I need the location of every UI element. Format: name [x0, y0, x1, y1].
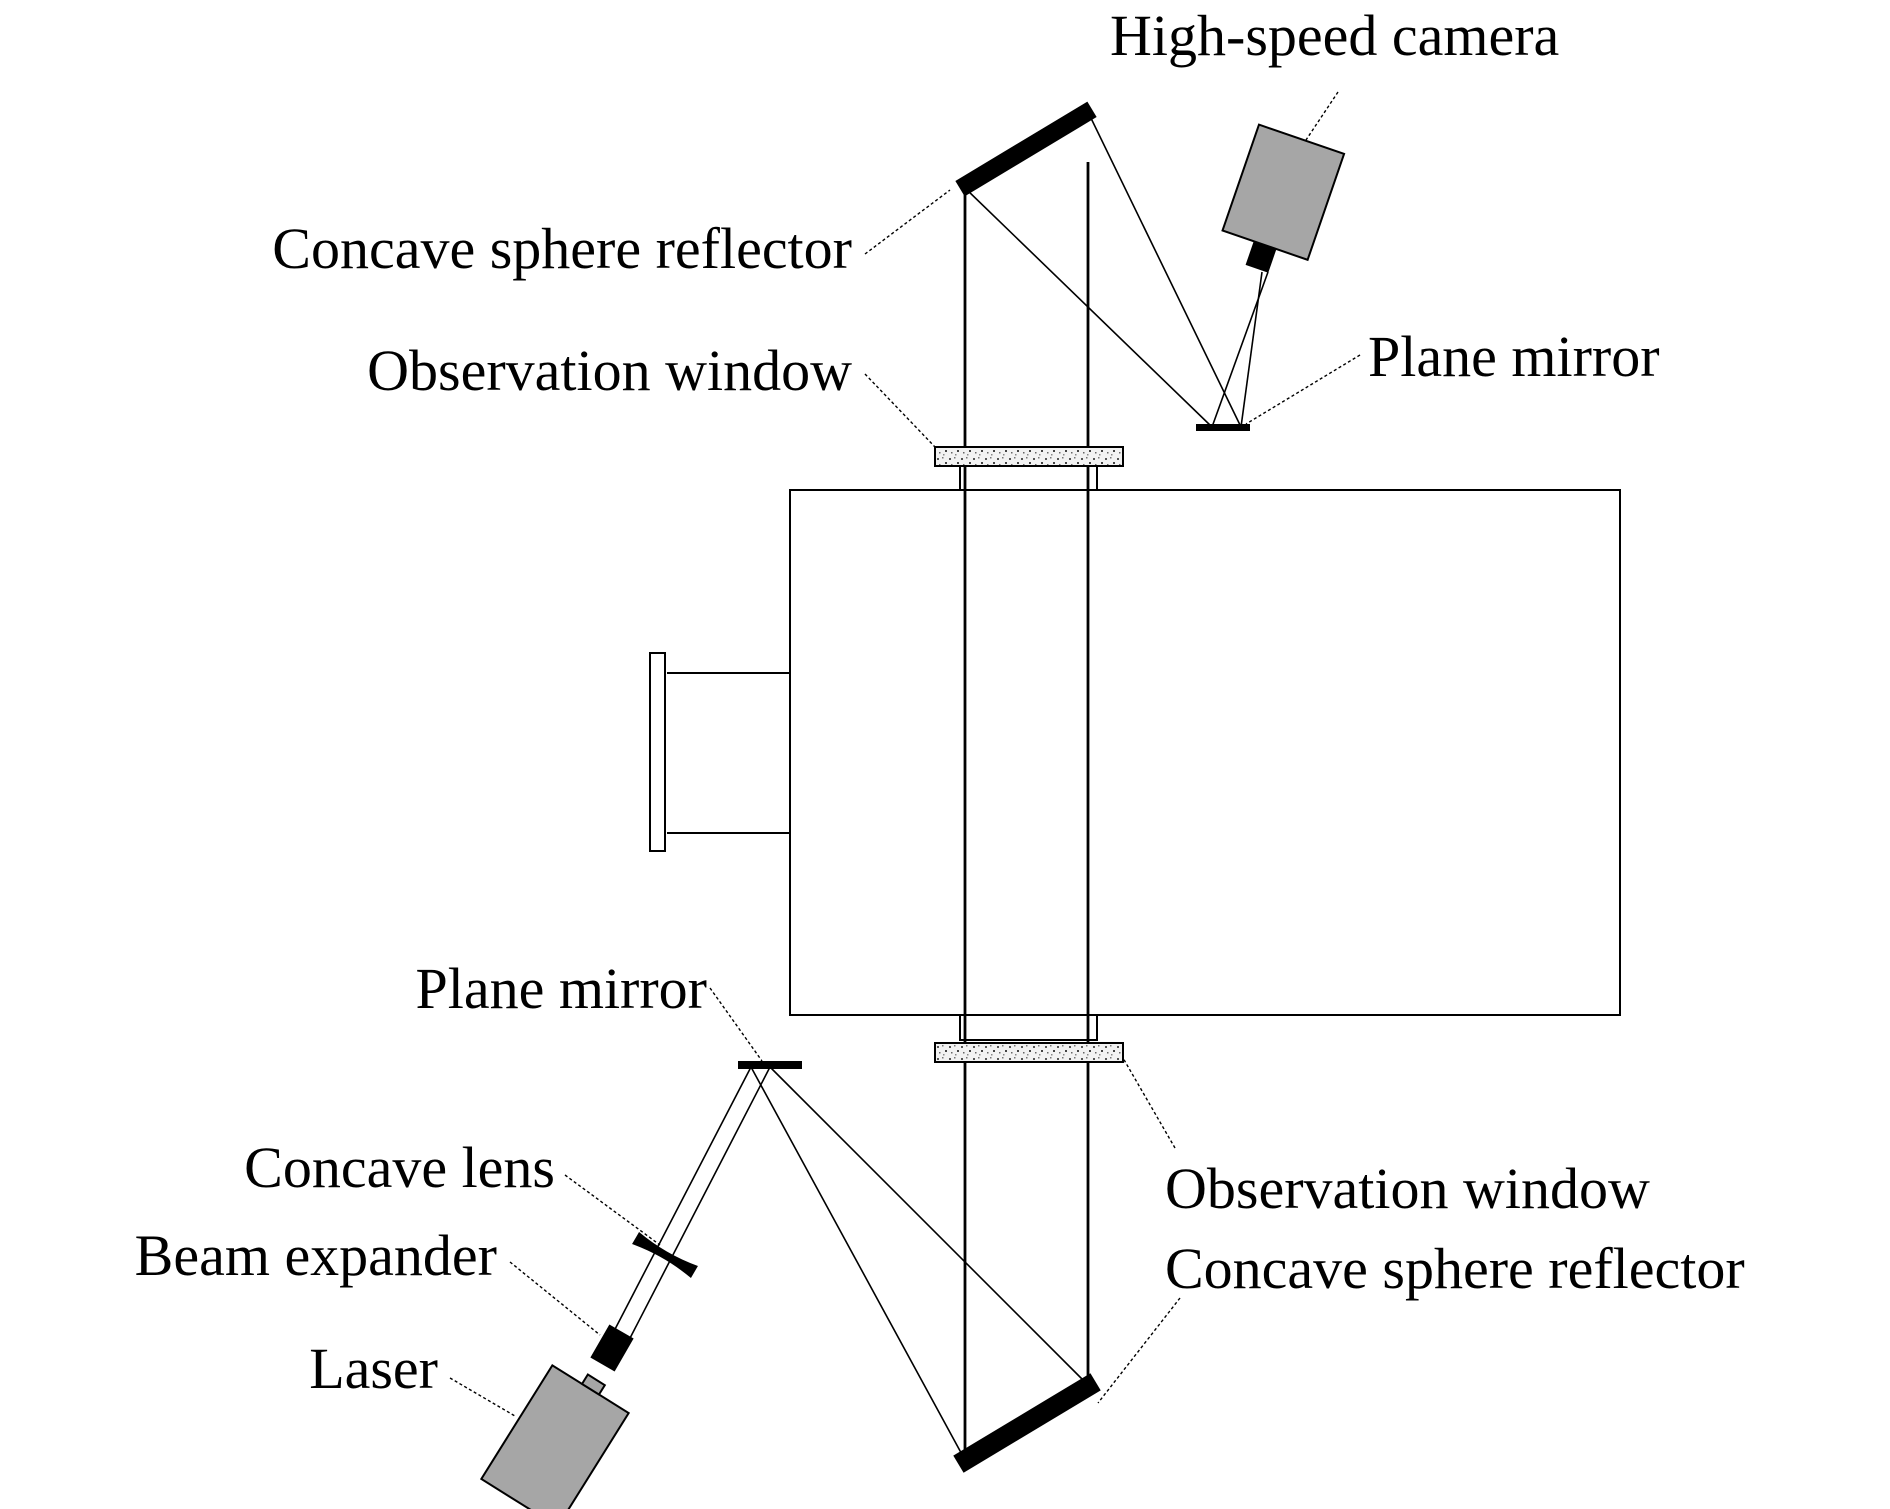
- window-mount-top: [959, 464, 1098, 491]
- leader-concave-sphere-reflector-top: [864, 189, 951, 255]
- leader-plane-mirror-bottom: [709, 987, 763, 1062]
- laser-icon: [479, 1363, 631, 1509]
- ray-top-reflector-to-mirror-2: [1087, 111, 1242, 428]
- ray-top-reflector-to-mirror-1: [964, 187, 1213, 428]
- label-observation-window-top: Observation window: [367, 338, 852, 403]
- observation-window-top: [934, 446, 1124, 467]
- inlet-flange: [649, 652, 666, 852]
- high-speed-camera-icon: [1221, 123, 1346, 273]
- concave-sphere-reflector-bottom: [953, 1373, 1101, 1473]
- test-chamber: [789, 489, 1621, 1016]
- plane-mirror-bottom: [738, 1061, 802, 1069]
- label-plane-mirror-top: Plane mirror: [1368, 324, 1660, 389]
- window-mount-bottom: [959, 1014, 1098, 1041]
- beam-expander-icon: [590, 1324, 634, 1372]
- label-beam-expander: Beam expander: [135, 1223, 497, 1288]
- label-concave-lens: Concave lens: [244, 1135, 555, 1200]
- label-plane-mirror-bottom: Plane mirror: [415, 956, 707, 1021]
- leader-observation-window-bottom: [1122, 1057, 1176, 1149]
- leader-observation-window-top: [864, 373, 936, 448]
- ray-bottom-mirror-to-reflector-1: [750, 1066, 966, 1461]
- ray-bottom-laser-to-mirror-2: [627, 1066, 771, 1343]
- label-laser: Laser: [309, 1336, 438, 1401]
- label-concave-sphere-reflector-bottom: Concave sphere reflector: [1165, 1236, 1745, 1301]
- leader-plane-mirror-top: [1245, 354, 1361, 425]
- leader-laser: [449, 1377, 516, 1417]
- ray-bottom-laser-to-mirror-1: [611, 1066, 752, 1336]
- concave-sphere-reflector-top: [955, 101, 1097, 197]
- ray-bottom-mirror-to-reflector-2: [769, 1066, 1089, 1386]
- leader-concave-lens: [564, 1174, 661, 1246]
- leader-concave-sphere-reflector-bottom: [1097, 1297, 1181, 1404]
- plane-mirror-top: [1196, 424, 1250, 431]
- concave-lens-icon: [632, 1231, 698, 1279]
- leader-beam-expander: [509, 1261, 601, 1336]
- ray-top-mirror-to-camera-2: [1240, 271, 1263, 428]
- label-concave-sphere-reflector-top: Concave sphere reflector: [272, 216, 852, 281]
- observation-window-bottom: [934, 1042, 1124, 1063]
- label-high-speed-camera: High-speed camera: [1110, 3, 1559, 68]
- label-observation-window-bottom: Observation window: [1165, 1156, 1650, 1221]
- leader-high-speed-camera: [1305, 91, 1339, 141]
